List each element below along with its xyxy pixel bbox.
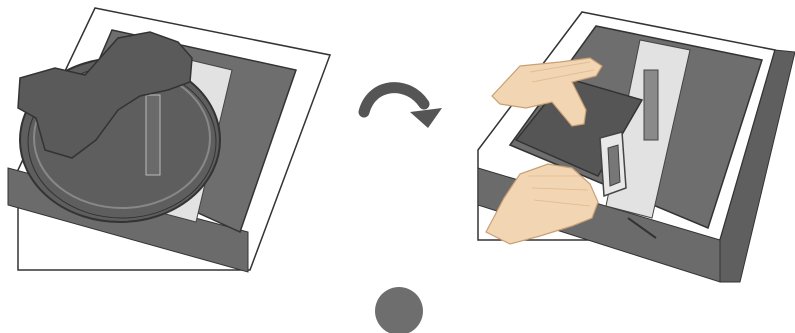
stand-column-slot [608, 145, 620, 186]
panel-step-before [8, 8, 330, 272]
panel-step-after [478, 12, 795, 282]
filled-circle-icon [375, 287, 423, 333]
vent-grill [644, 70, 658, 140]
stand-neck [146, 95, 160, 175]
curved-arrow-right-icon [364, 88, 442, 128]
